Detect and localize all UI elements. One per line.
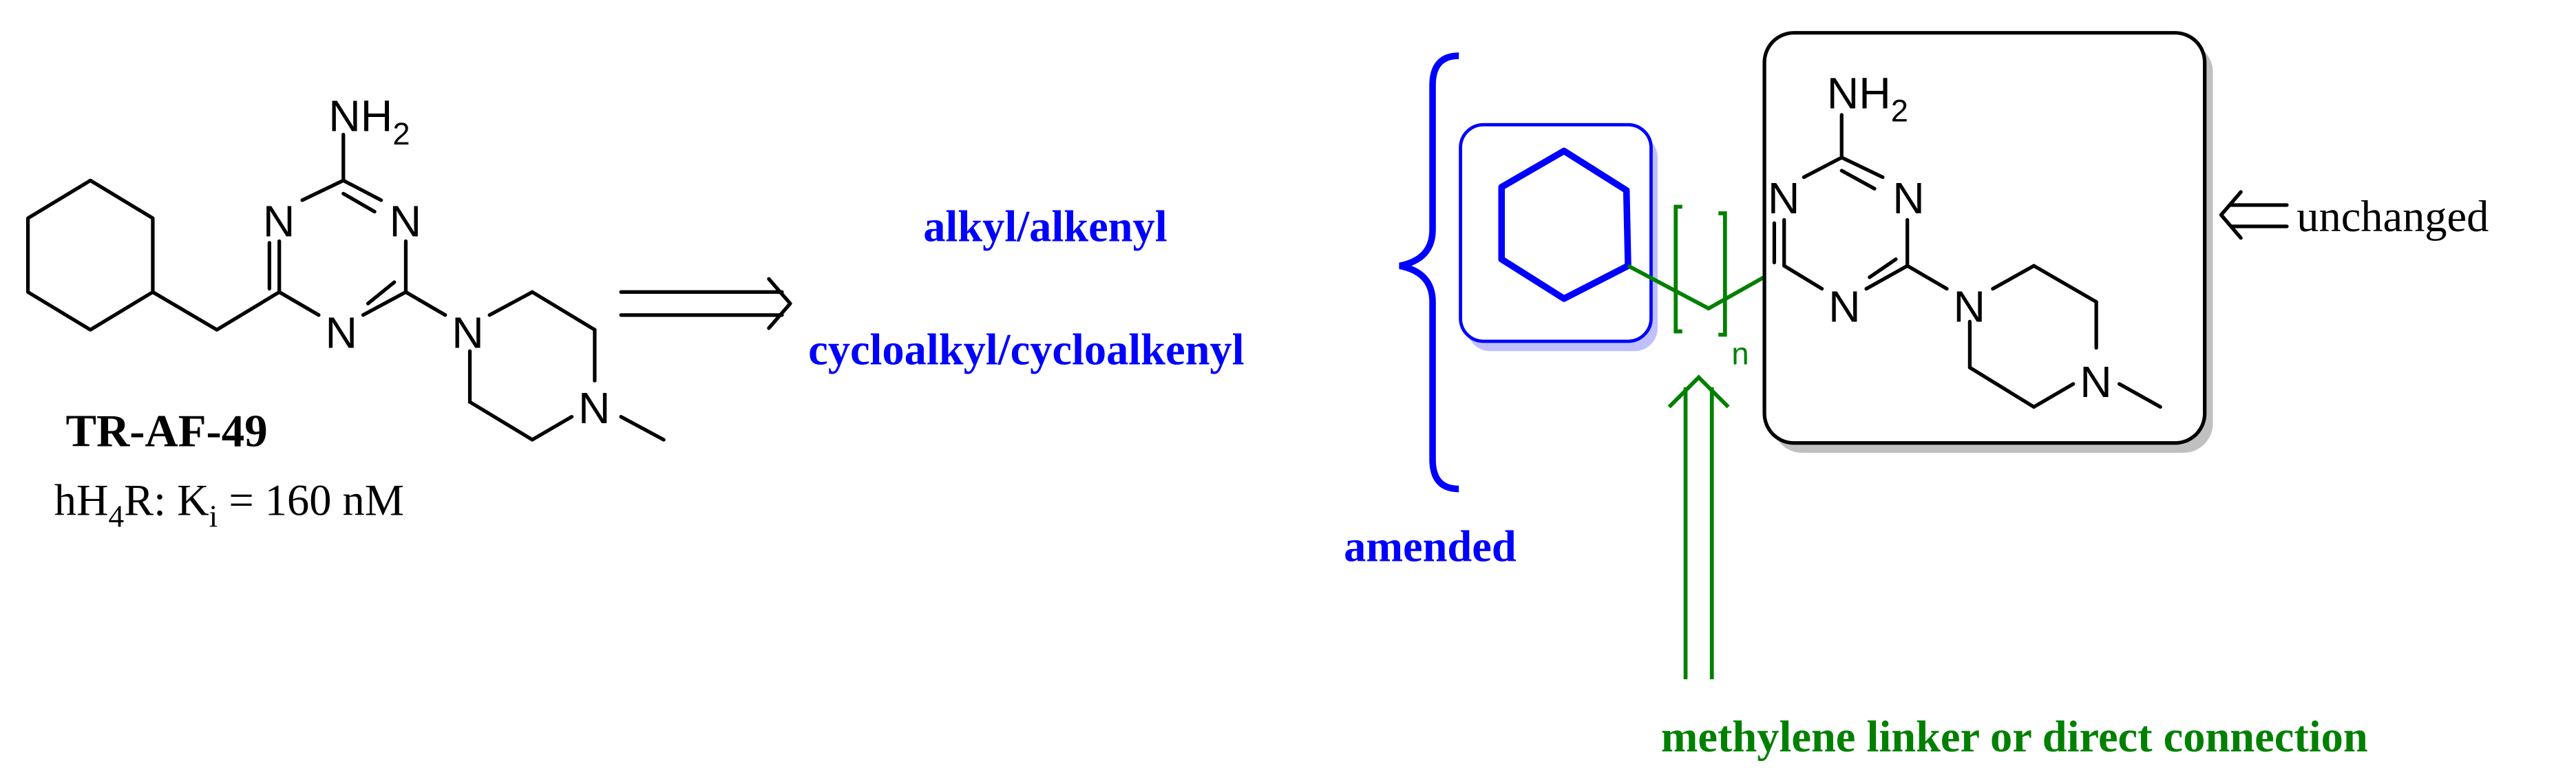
triazine-n3: N bbox=[390, 196, 422, 246]
linker-label: methylene linker or direct connection bbox=[1661, 712, 2368, 761]
amended-region-box bbox=[1459, 122, 1658, 352]
amino-group-label: NH2 bbox=[328, 92, 410, 151]
compound-name: TR-AF-49 bbox=[65, 406, 267, 457]
repeat-index-n: n bbox=[1731, 336, 1749, 371]
option-alkyl-alkenyl: alkyl/alkenyl bbox=[923, 202, 1167, 251]
unchanged-label: unchanged bbox=[2297, 192, 2489, 241]
unchanged-region-box: NH2 N N N N N bbox=[1762, 31, 2213, 453]
unchanged-triazine-n5: N bbox=[1828, 281, 1861, 331]
piperazine-n1: N bbox=[452, 308, 484, 358]
amended-cyclohexane-ring bbox=[1498, 147, 1632, 302]
unchanged-triazine-n3: N bbox=[1892, 173, 1925, 223]
methylene-bond bbox=[151, 290, 282, 332]
triazine-n5: N bbox=[326, 308, 358, 358]
curly-brace-icon bbox=[1399, 52, 1459, 493]
unchanged-piperazine-n4: N bbox=[2080, 357, 2112, 407]
piperazine-n4: N bbox=[578, 383, 611, 433]
cyclohexane-ring bbox=[25, 178, 155, 332]
amended-label: amended bbox=[1344, 522, 1517, 571]
double-arrow-up-icon bbox=[1667, 374, 1730, 680]
unchanged-amino-label: NH2 bbox=[1827, 68, 1908, 128]
option-cycloalkyl-cycloalkenyl: cycloalkyl/cycloalkenyl bbox=[808, 325, 1244, 374]
triazine-n1: N bbox=[263, 196, 295, 246]
double-arrow-left-icon bbox=[2219, 190, 2289, 240]
binding-affinity: hH4R: Ki = 160 nM bbox=[54, 476, 404, 534]
lead-compound-structure: NH2 N N N N N bbox=[25, 92, 666, 442]
unchanged-piperazine-n1: N bbox=[1954, 281, 1986, 331]
unchanged-triazine-n1: N bbox=[1768, 173, 1800, 223]
methylene-linker: n bbox=[1627, 204, 1786, 371]
double-arrow-right-icon bbox=[619, 277, 792, 330]
